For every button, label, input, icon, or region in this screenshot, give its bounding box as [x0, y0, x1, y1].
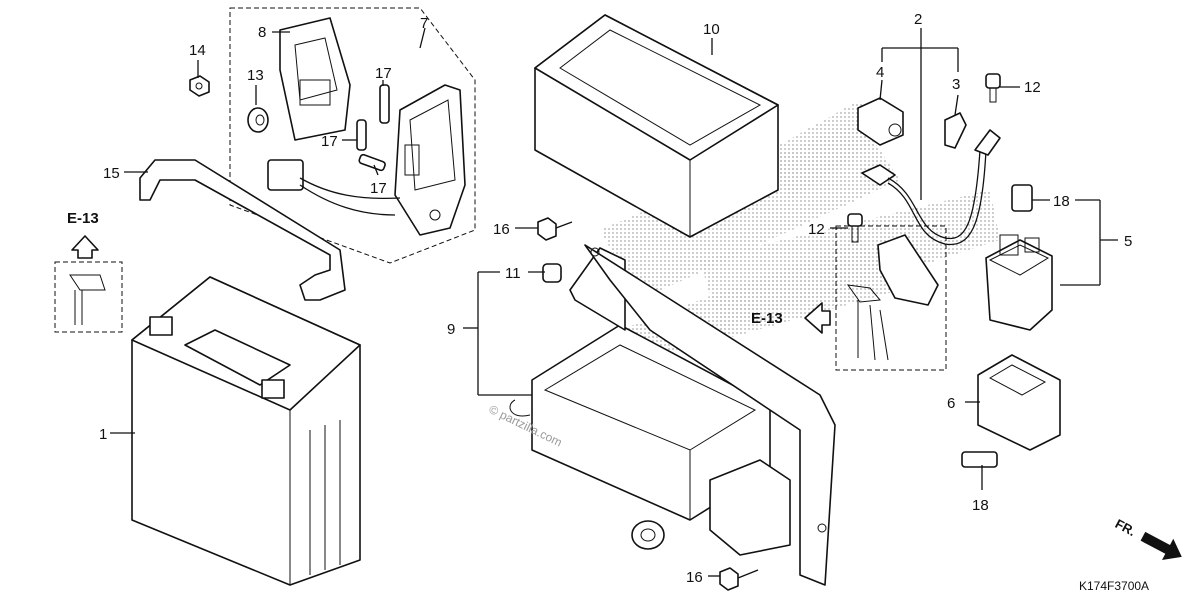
diagram-code: K174F3700A: [1079, 579, 1149, 593]
bolt-lower[interactable]: [719, 567, 759, 591]
callout-17-top: 17: [375, 65, 392, 82]
battery-band[interactable]: [139, 159, 346, 301]
grommet[interactable]: [247, 107, 269, 133]
callout-5: 5: [1124, 233, 1132, 250]
callout-12-lower: 12: [808, 221, 825, 238]
front-label: FR.: [1113, 516, 1139, 539]
callout-8: 8: [258, 24, 266, 41]
battery-tray[interactable]: [509, 244, 836, 586]
battery[interactable]: [131, 276, 361, 586]
ref-e13-left: E-13: [67, 210, 99, 227]
e13-arrow-up-icon: [71, 235, 99, 259]
callout-17-mid: 17: [321, 133, 338, 150]
fuse-box-connector[interactable]: [267, 159, 401, 216]
ref-e13-right: E-13: [751, 310, 783, 327]
fuse-box-cover[interactable]: [279, 17, 351, 141]
callout-10: 10: [703, 21, 720, 38]
e13-arrow-left-icon: [804, 302, 831, 334]
fuse-box[interactable]: [394, 84, 466, 236]
fuse-mini[interactable]: [356, 84, 390, 172]
terminal-bolt-top[interactable]: [985, 73, 1001, 103]
terminal-cover-minus[interactable]: [944, 112, 967, 149]
callout-4: 4: [876, 64, 884, 81]
e13-ref-box-left: [54, 261, 123, 333]
fuse-18-lower[interactable]: [961, 451, 998, 468]
nut[interactable]: [189, 75, 210, 97]
callout-13: 13: [247, 67, 264, 84]
fuse-18-upper[interactable]: [1011, 184, 1033, 212]
callout-16-lower: 16: [686, 569, 703, 586]
terminal-detail-left: [69, 274, 106, 325]
relay-cover[interactable]: [977, 354, 1061, 451]
callout-3: 3: [952, 76, 960, 93]
callout-14: 14: [189, 42, 206, 59]
callout-18-upper: 18: [1053, 193, 1070, 210]
tray-grommet[interactable]: [542, 263, 562, 283]
bolt-upper[interactable]: [537, 217, 573, 241]
leader-lines: [110, 27, 1118, 577]
callout-16-upper: 16: [493, 221, 510, 238]
front-arrow-icon: [1140, 531, 1182, 560]
e13-ref-box-right: [835, 225, 947, 371]
callout-7: 7: [420, 15, 428, 32]
callout-9: 9: [447, 321, 455, 338]
front-direction-indicator: FR.: [1113, 516, 1182, 560]
callout-18-lower: 18: [972, 497, 989, 514]
fuse-box-group-outline: [229, 7, 476, 264]
callout-17-bottom: 17: [370, 180, 387, 197]
callout-15: 15: [103, 165, 120, 182]
starter-relay[interactable]: [985, 234, 1053, 331]
callout-11: 11: [505, 265, 521, 282]
callout-1: 1: [99, 426, 107, 443]
callout-6: 6: [947, 395, 955, 412]
terminal-cover-detail: [846, 234, 939, 361]
callout-12-upper: 12: [1024, 79, 1041, 96]
battery-case[interactable]: [534, 14, 779, 238]
callout-2: 2: [914, 11, 922, 28]
terminal-bolt-mid[interactable]: [847, 213, 863, 243]
battery-cable[interactable]: [861, 129, 1001, 246]
projection-area: [600, 120, 900, 300]
